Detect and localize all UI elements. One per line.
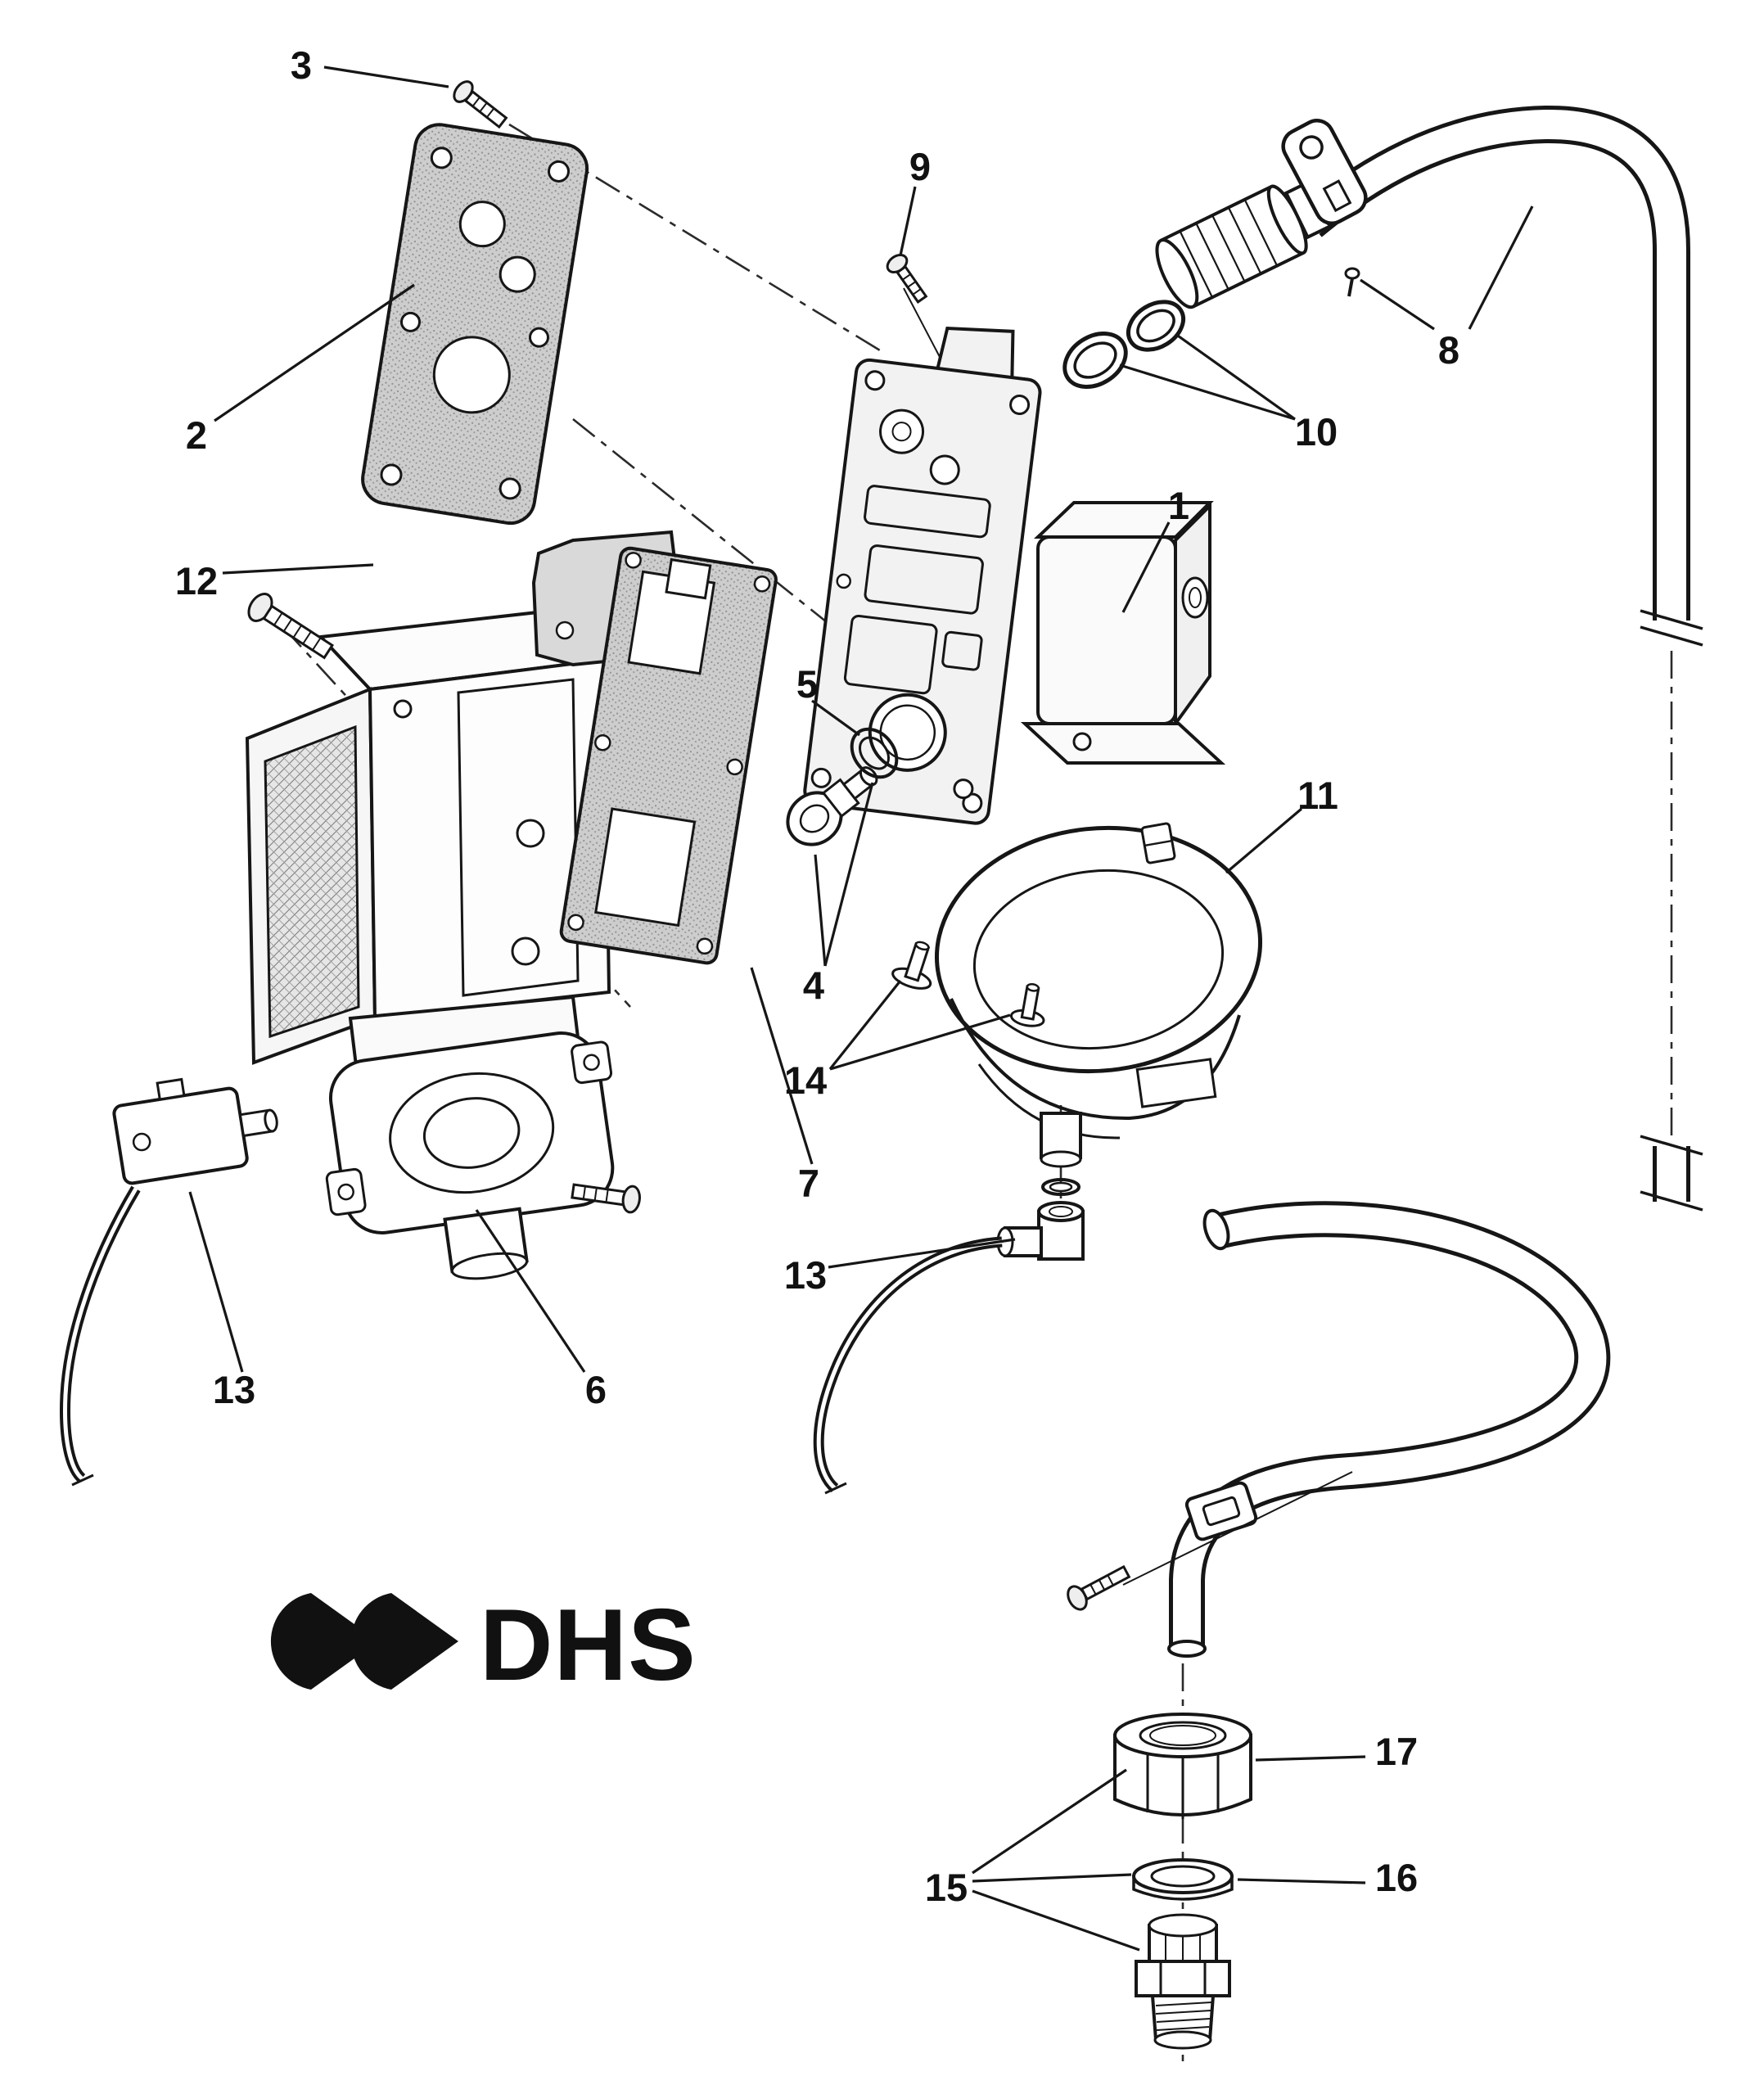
wire-elbow <box>813 1236 1003 1495</box>
pipe-sweep <box>1167 1201 1611 1658</box>
part-3-screw <box>453 80 508 129</box>
part-label-7: 7 <box>798 1162 819 1205</box>
part-9-screw <box>886 254 928 304</box>
part-17-nut <box>1113 1713 1252 1819</box>
part-label-13-middle: 13 <box>784 1253 827 1297</box>
part-label-17: 17 <box>1375 1730 1418 1773</box>
part-5-o-ring <box>850 727 899 779</box>
part-label-4: 4 <box>803 964 824 1007</box>
part-label-3: 3 <box>291 43 312 87</box>
part-labels: 3 2 9 8 10 1 12 5 4 11 14 7 13 13 6 15 1… <box>175 43 1459 1909</box>
part-4-plug <box>786 766 878 846</box>
part-label-13-left: 13 <box>213 1368 255 1411</box>
part-valve-plate <box>803 326 1042 825</box>
part-label-9: 9 <box>909 145 931 188</box>
part-1-valve-body <box>1020 501 1226 765</box>
part-label-6: 6 <box>585 1368 607 1411</box>
pipe-flange <box>1281 119 1368 225</box>
part-2-gasket-plate <box>361 123 589 526</box>
part-label-14: 14 <box>784 1058 827 1102</box>
leader-lines <box>188 65 1534 1952</box>
part-15-fitting <box>1135 1913 1231 2050</box>
part-7-gasket <box>559 546 778 965</box>
pipe-clamp <box>1184 1481 1258 1541</box>
part-label-15: 15 <box>925 1866 968 1909</box>
part-label-8: 8 <box>1438 328 1459 372</box>
logo-chevron-1 <box>270 1593 378 1690</box>
part-label-5: 5 <box>796 662 818 706</box>
part-6-valve-body <box>325 1031 615 1280</box>
part-solenoid-block <box>245 608 611 1075</box>
part-10-o-rings <box>1062 300 1185 389</box>
part-13-elbow <box>996 1201 1085 1261</box>
logo-chevron-2 <box>350 1593 458 1690</box>
flange-pin <box>1344 267 1360 297</box>
part-label-11: 11 <box>1297 774 1338 817</box>
part-14-stud-a <box>891 941 932 990</box>
part-label-1: 1 <box>1168 484 1189 527</box>
part-12-screw <box>247 593 335 660</box>
part-6-screw <box>571 1183 641 1214</box>
logo-text: DHS <box>480 1589 697 1702</box>
part-diaphragm-housing <box>891 941 1241 1196</box>
part-8-pipe <box>1297 105 1703 1212</box>
part-13-pressure-switch <box>112 1077 278 1185</box>
part-label-10: 10 <box>1295 410 1338 454</box>
part-label-16: 16 <box>1375 1856 1418 1899</box>
clamp-screw <box>1067 1564 1131 1611</box>
part-16-washer <box>1132 1858 1234 1901</box>
part-14-stud-b <box>1009 982 1045 1027</box>
part-label-2: 2 <box>186 413 207 457</box>
part-label-12: 12 <box>175 559 218 602</box>
dhs-logo: DHS <box>270 1589 697 1702</box>
wire-left <box>60 1185 141 1487</box>
